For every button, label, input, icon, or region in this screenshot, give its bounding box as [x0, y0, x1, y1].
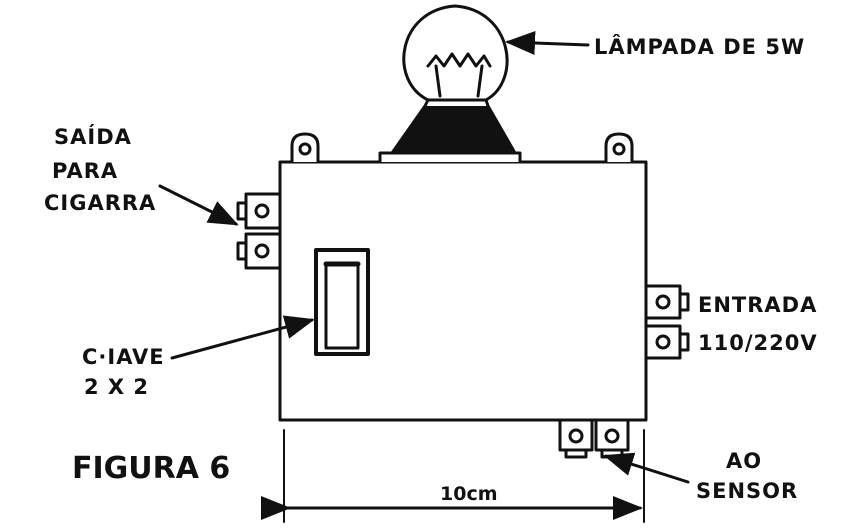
power-input-label: ENTRADA 110/220V — [698, 293, 818, 355]
figure-title: FIGURA 6 — [72, 451, 230, 486]
siren-terminal-top — [236, 192, 282, 230]
mounting-ear-left — [290, 132, 320, 164]
sensor-line-2: SENSOR — [696, 479, 798, 503]
lamp-bulb — [402, 4, 509, 102]
sensor-terminal-left — [558, 418, 594, 459]
sensor-label: AO SENSOR — [696, 449, 798, 503]
switch-label: C·IAVE 2 X 2 — [82, 345, 165, 399]
sensor-line-1: AO — [726, 449, 762, 473]
power-terminal-bottom — [644, 324, 690, 360]
power-terminal-top — [644, 284, 690, 320]
switch-line-1: C·IAVE — [82, 345, 165, 369]
siren-output-line-3: CIGARRA — [44, 191, 156, 215]
siren-output-label: SAÍDA PARA CIGARRA — [44, 124, 156, 215]
dimension-label: 10cm — [440, 483, 498, 505]
lamp-socket — [378, 98, 522, 164]
sensor-terminal-right — [594, 418, 630, 459]
siren-arrow — [158, 184, 239, 226]
sensor-arrow — [603, 452, 690, 484]
power-input-line-2: 110/220V — [698, 331, 818, 355]
lamp-arrow — [505, 31, 590, 56]
switch-arrow — [170, 315, 315, 360]
siren-output-line-2: PARA — [52, 159, 118, 183]
siren-output-line-1: SAÍDA — [54, 124, 132, 149]
lamp-label: LÂMPADA DE 5W — [594, 34, 805, 59]
switch-line-2: 2 X 2 — [84, 375, 149, 399]
mounting-ear-right — [604, 132, 634, 164]
dimension-line — [261, 429, 645, 523]
siren-terminal-bottom — [236, 232, 282, 270]
power-input-line-1: ENTRADA — [698, 293, 817, 317]
rocker-switch — [314, 248, 370, 356]
